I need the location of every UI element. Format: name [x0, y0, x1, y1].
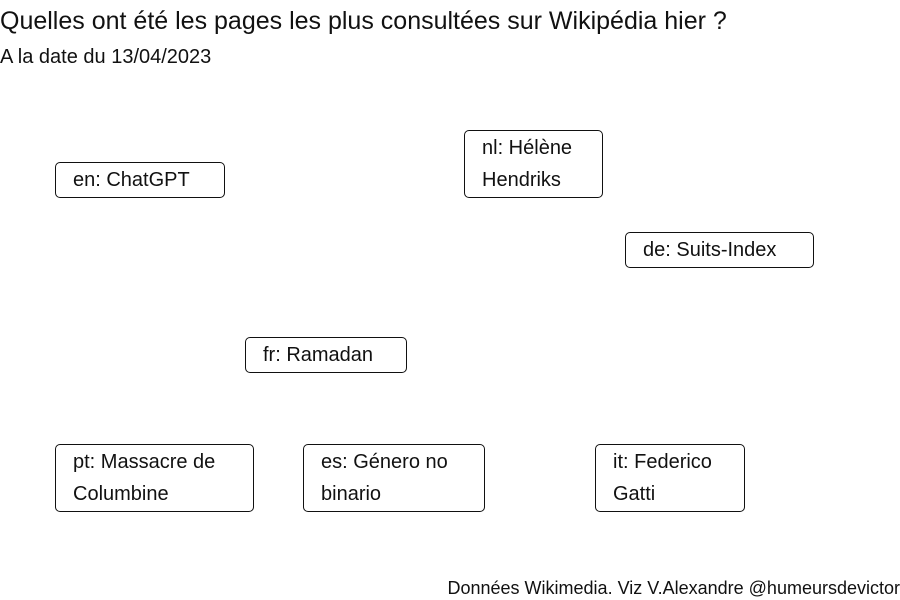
label-it: it: Federico Gatti [595, 444, 745, 512]
source-caption: Données Wikimedia. Viz V.Alexandre @hume… [447, 578, 900, 598]
label-en: en: ChatGPT [55, 162, 225, 198]
page-title: Quelles ont été les pages les plus consu… [0, 7, 727, 35]
label-es: es: Género no binario [303, 444, 485, 512]
label-nl: nl: Hélène Hendriks [464, 130, 603, 198]
page-subtitle: A la date du 13/04/2023 [0, 46, 212, 68]
label-fr: fr: Ramadan [245, 337, 407, 373]
label-pt: pt: Massacre de Columbine [55, 444, 254, 512]
label-de: de: Suits-Index [625, 232, 814, 268]
